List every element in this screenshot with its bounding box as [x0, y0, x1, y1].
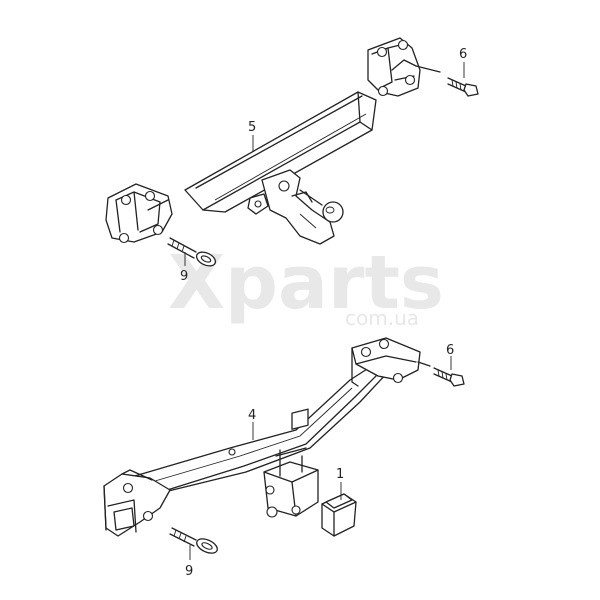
top-eye-bolt: 9 [167, 237, 217, 284]
bottom-tow-bar-assembly: 1 6 4 9 [103, 337, 465, 579]
callout-receiver-insert: 1 [336, 467, 344, 482]
callout-bottom-bolt: 6 [446, 343, 454, 358]
top-right-bracket [367, 37, 441, 97]
watermark-domain: com.ua [345, 306, 419, 330]
top-ball-hitch [247, 169, 344, 245]
bottom-crossmember-callout: 4 [248, 408, 256, 440]
callout-bottom-eye-bolt: 9 [185, 564, 193, 579]
bottom-eye-bolt: 9 [169, 527, 218, 579]
top-bolt: 6 [447, 47, 479, 97]
bottom-left-bracket [103, 469, 171, 537]
bottom-crossmember [127, 361, 389, 497]
callout-top-crossmember: 5 [248, 120, 256, 135]
receiver-insert: 1 [321, 467, 357, 537]
watermark-brand: Xparts [168, 240, 444, 326]
bottom-right-bracket [351, 337, 431, 387]
top-left-bracket [105, 183, 173, 244]
callout-bottom-crossmember: 4 [248, 408, 256, 423]
watermark: Xparts com.ua [168, 240, 444, 330]
bottom-receiver [263, 408, 319, 518]
callout-top-bolt: 6 [459, 47, 467, 62]
top-crossmember-callout: 5 [248, 120, 256, 152]
top-tow-bar-assembly: 6 5 9 [105, 37, 479, 284]
top-crossmember [184, 91, 377, 213]
bottom-bolt: 6 [433, 343, 465, 387]
callout-top-eye-bolt: 9 [180, 269, 188, 284]
